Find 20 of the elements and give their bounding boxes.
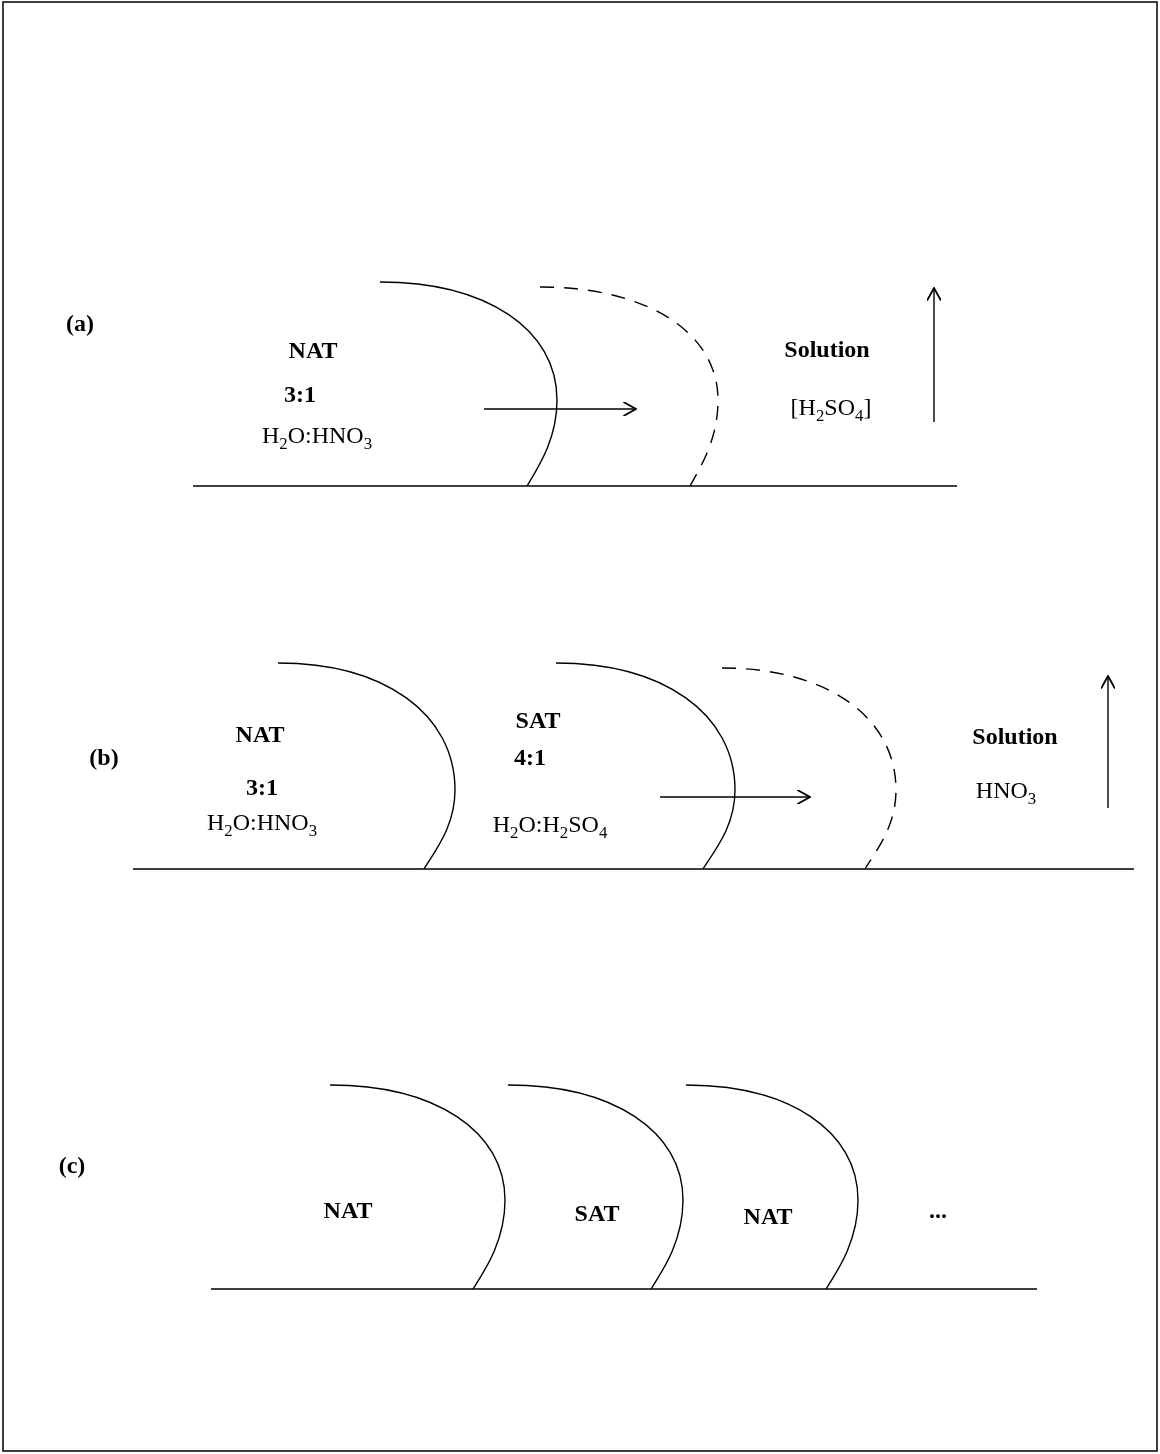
ratio-label: 4:1	[514, 745, 546, 769]
layer-label: SAT	[574, 1201, 620, 1225]
layer-label: SAT	[515, 708, 561, 732]
composition-label: H$_{2}$O:HNO$_{3}$	[261, 423, 373, 453]
layer-label: NAT	[288, 338, 338, 362]
composition-label: H$_{2}$O:HNO$_{3}$	[206, 810, 318, 840]
solution-label: Solution	[972, 724, 1058, 748]
panel-label: (a)	[66, 311, 94, 335]
layer-label: NAT	[743, 1204, 793, 1228]
panel-label: (c)	[58, 1153, 86, 1177]
panel-label: (b)	[89, 745, 119, 769]
ratio-label: 3:1	[284, 382, 316, 406]
solution-component-label: HNO$_{3}$	[975, 778, 1037, 808]
concentration-label: [H$_{2}$SO$_{4}$]	[790, 395, 872, 425]
layer-label: NAT	[323, 1198, 373, 1222]
layer-label: NAT	[235, 722, 285, 746]
ellipsis: ...	[929, 1198, 947, 1222]
ratio-label: 3:1	[246, 775, 278, 799]
solution-label: Solution	[784, 337, 870, 361]
composition-label: H$_{2}$O:H$_{2}$SO$_{4}$	[492, 812, 608, 842]
